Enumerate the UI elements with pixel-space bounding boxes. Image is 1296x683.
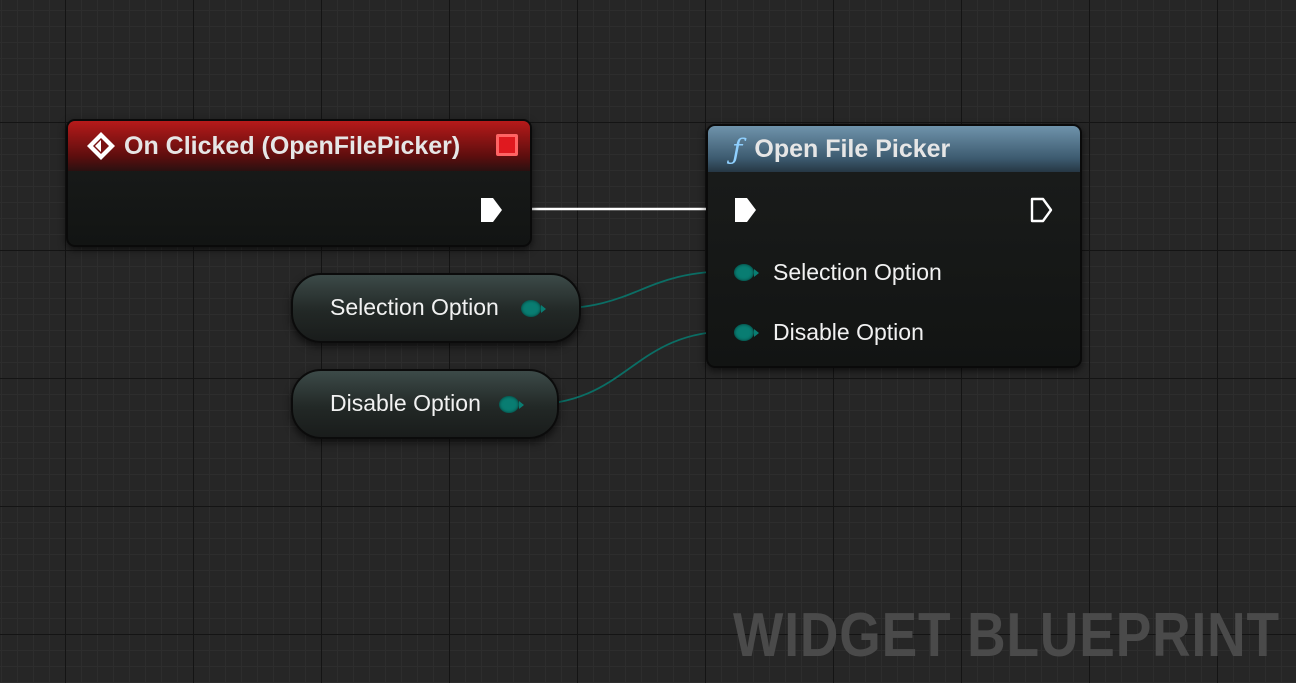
selection-option-input-pin[interactable] [734,264,759,281]
exec-output-pin-unconnected[interactable] [1028,195,1054,225]
open-file-picker-node[interactable]: ƒ Open File Picker Selection Option Disa… [706,124,1082,368]
disable-option-input-label: Disable Option [773,319,924,345]
disable-option-output-pin[interactable] [499,396,524,413]
exec-output-pin[interactable] [478,195,504,225]
selection-option-output-pin[interactable] [521,300,546,317]
selection-option-variable-label: Selection Option [330,294,499,320]
event-node-header[interactable]: On Clicked (OpenFilePicker) [68,121,530,171]
disable-option-variable-label: Disable Option [330,390,481,416]
widget-blueprint-watermark: WIDGET BLUEPRINT [733,601,1280,670]
stop-icon [496,134,518,156]
disable-option-input-pin[interactable] [734,324,759,341]
function-node-title: Open File Picker [754,134,951,163]
event-node-title: On Clicked (OpenFilePicker) [124,131,461,160]
exec-input-pin[interactable] [732,195,758,225]
function-icon: ƒ [732,132,743,166]
event-diamond-icon [87,132,115,160]
function-node-header[interactable]: ƒ Open File Picker [708,126,1080,172]
selection-option-variable-node[interactable]: Selection Option [291,273,581,343]
disable-option-variable-node[interactable]: Disable Option [291,369,559,439]
on-clicked-event-node[interactable]: On Clicked (OpenFilePicker) [66,119,532,247]
selection-option-input-label: Selection Option [773,259,942,285]
